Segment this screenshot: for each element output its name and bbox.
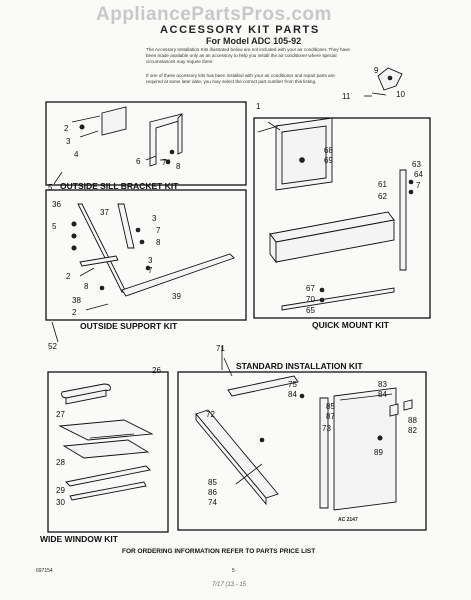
callout: 69 [324,156,333,165]
callout: 4 [74,150,79,159]
callout: 5 [48,183,53,192]
callout: 86 [208,488,217,497]
outside-sill-kit-box [45,101,247,186]
callout: 8 [84,282,89,291]
wide-window-kit-box [47,371,169,533]
callout: 10 [396,90,405,99]
callout: 87 [326,412,335,421]
callout: 5 [52,222,57,231]
caption-standard-installation-kit: STANDARD INSTALLATION KIT [236,361,363,371]
callout: 1 [256,102,261,111]
callout: 2 [66,272,71,281]
callout: 71 [216,344,225,353]
callout: 62 [378,192,387,201]
callout: 29 [56,486,65,495]
caption-outside-support-kit: OUTSIDE SUPPORT KIT [80,321,178,331]
sill-bracket-parts [71,106,183,167]
diagram-code: AC 2147 [338,517,358,523]
quick-mount-kit-box [253,117,431,319]
handwritten-note: 7/17 (13 - 15 [212,582,247,588]
callout: 11 [342,92,351,101]
callout: 85 [208,478,217,487]
callout: 75 [288,380,297,389]
callout: 74 [208,498,217,507]
callout: 52 [48,342,57,351]
callout: 65 [306,306,315,315]
document-number: 697154 [36,568,53,574]
callout: 73 [322,424,331,433]
callout: 83 [378,380,387,389]
callout: 28 [56,458,65,467]
callout: 27 [56,410,65,419]
callout: 70 [306,295,315,304]
page-number: 5 [232,568,235,574]
watermark: AppliancePartsPros.com [96,4,332,25]
callout: 2 [64,124,69,133]
callout: 84 [288,390,297,399]
callout: 67 [306,284,315,293]
callout: 7 [416,181,421,190]
callout: 72 [206,410,215,419]
callout: 85 [326,402,335,411]
quick-mount-parts [257,117,414,311]
instruction-paragraph: If one of these accessory kits has been … [146,73,335,85]
support-kit-parts [71,203,235,311]
callout: 38 [72,296,81,305]
callout: 37 [100,208,109,217]
callout: 88 [408,416,417,425]
callout: 82 [408,426,417,435]
caption-quick-mount-kit: QUICK MOUNT KIT [312,320,389,330]
callout: 39 [172,292,181,301]
caption-outside-sill-bracket-kit: OUTSIDE SILL BRACKET KIT [60,181,179,191]
callout: 30 [56,498,65,507]
part-9-10 [371,67,403,96]
standard-installation-kit-box [177,371,427,531]
ordering-note: FOR ORDERING INFORMATION REFER TO PARTS … [122,548,316,555]
callout: 36 [52,200,61,209]
callout: 64 [414,170,423,179]
callout: 68 [324,146,333,155]
page-title: ACCESSORY KIT PARTS [160,24,320,36]
callout: 61 [378,180,387,189]
intro-paragraph: The Accessory Installation Kits illustra… [146,47,350,65]
callout: 9 [374,66,379,75]
callout: 3 [152,214,157,223]
callout: 7 [148,266,153,275]
callout: 89 [374,448,383,457]
callout: 3 [148,256,153,265]
callout: 7 [162,158,167,167]
callout: 3 [66,137,71,146]
leader-lines [51,95,372,377]
outside-support-kit-box [45,189,247,321]
callout: 2 [72,308,77,317]
callout: 7 [156,226,161,235]
callout: 84 [378,390,387,399]
callout: 63 [412,160,421,169]
callout: 26 [152,366,161,375]
wide-window-parts [58,383,154,501]
callout: 8 [176,162,181,171]
caption-wide-window-kit: WIDE WINDOW KIT [40,534,118,544]
model-number: For Model ADC 105-92 [206,36,302,46]
standard-kit-parts [195,346,413,511]
callout: 8 [156,238,161,247]
callout: 6 [136,157,141,166]
